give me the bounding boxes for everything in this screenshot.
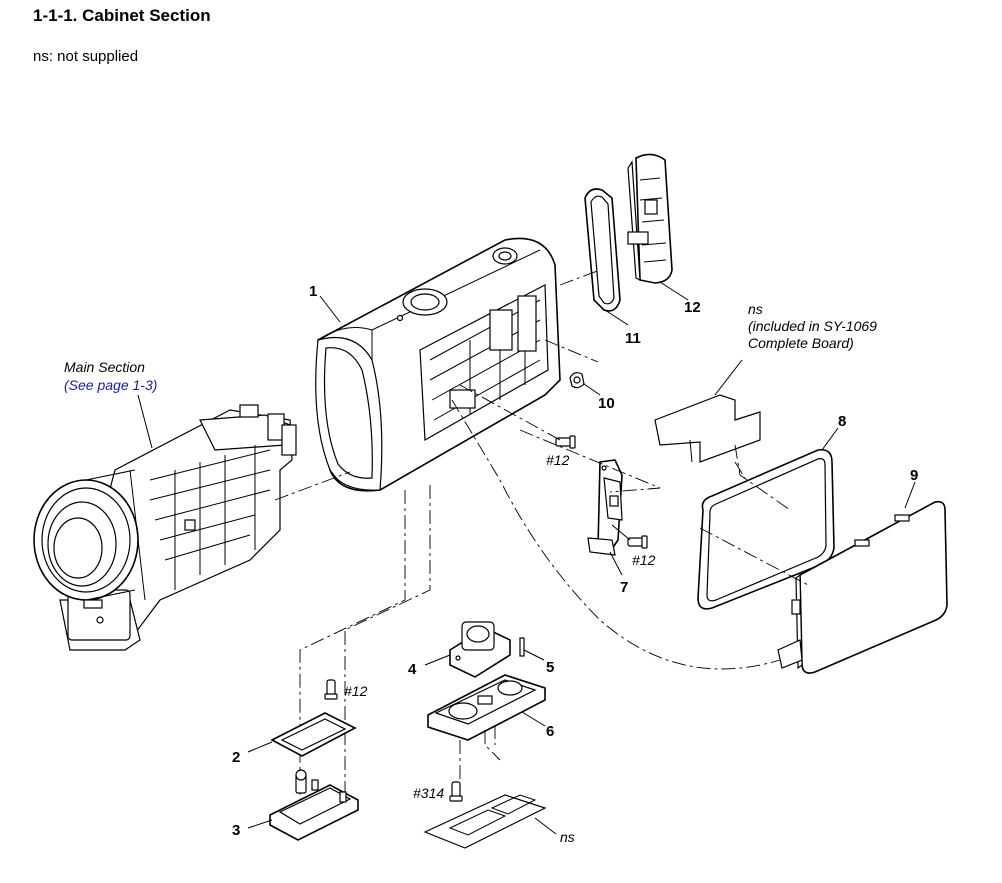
ns-bottom-leader [534, 817, 557, 835]
ns-top-leader [714, 359, 743, 396]
part-12-leader [659, 281, 689, 301]
main-section-label: Main Section [64, 359, 145, 375]
part-6-leader [521, 711, 546, 727]
screw-1 [555, 435, 576, 449]
main-section-page-link[interactable]: (See page 1-3) [64, 377, 157, 393]
part-8-gasket [697, 448, 835, 610]
bottom-left-assembly-line [299, 490, 406, 820]
part-11-leader [604, 309, 629, 326]
part-12-side-cover [627, 153, 673, 284]
part-10-clip [569, 372, 585, 389]
screw-label-1: #12 [546, 452, 570, 468]
screw-2 [627, 535, 648, 549]
callout-12: 12 [684, 299, 701, 316]
part-3-leader [247, 819, 273, 829]
screw-3 [324, 679, 338, 700]
screw-4 [449, 781, 463, 802]
part-7-bracket [587, 459, 623, 556]
part-2-gasket [270, 712, 357, 757]
ns-note-line-3: Complete Board) [748, 335, 854, 351]
callout-9: 9 [910, 467, 918, 484]
part-11-assembly-line [559, 269, 601, 286]
main-to-cabinet-line [274, 471, 351, 501]
main-section-assembly [33, 404, 297, 651]
ns-top-assembly-line [734, 461, 746, 479]
part-7-leader [609, 551, 623, 576]
legend-note: ns: not supplied [33, 48, 139, 65]
part-5-pin [519, 637, 525, 657]
callout-2: 2 [232, 749, 240, 766]
callout-5: 5 [546, 659, 554, 676]
callout-4: 4 [408, 661, 417, 678]
screw-label-3: #12 [344, 683, 368, 699]
part-2-leader [247, 741, 273, 753]
part-8-leader [821, 427, 839, 451]
ns-bottom-sheet [423, 794, 547, 849]
part-1-leader [319, 295, 341, 323]
screw-2-line [611, 524, 631, 541]
part-3-base [269, 769, 359, 841]
part-5-leader [523, 649, 545, 661]
page-title: 1-1-1. Cabinet Section [33, 6, 211, 25]
bottom-mid-assembly-lines [459, 725, 501, 790]
part-1-cabinet [315, 237, 561, 492]
ns-label-bottom: ns [560, 829, 575, 845]
callout-6: 6 [546, 723, 554, 740]
part-9-panel [777, 500, 948, 674]
part-10-assembly-line [544, 339, 599, 363]
part-10-leader [583, 383, 601, 396]
callout-8: 8 [838, 413, 846, 430]
part-9-leader [904, 481, 916, 509]
callout-1: 1 [309, 283, 317, 300]
part-6-plate [427, 674, 546, 741]
screw-1-assembly-line [459, 384, 561, 441]
ns-note-line-2: (included in SY-1069 [748, 318, 877, 334]
callout-7: 7 [620, 579, 628, 596]
main-section-leader [137, 394, 153, 449]
callout-3: 3 [232, 822, 240, 839]
callout-11: 11 [625, 330, 641, 347]
part-7-assembly-line [519, 429, 661, 493]
screw-label-4: #314 [413, 785, 444, 801]
ns-insulation-sheet [654, 394, 761, 463]
flex-cable-route [451, 399, 781, 670]
callout-10: 10 [598, 395, 615, 412]
part-4-leader [424, 654, 451, 666]
panel-assembly-lines [699, 444, 811, 587]
screw-label-2: #12 [632, 552, 656, 568]
part-11-gasket [584, 188, 621, 312]
part-4-mount [449, 621, 511, 678]
ns-label-top: ns [748, 301, 763, 317]
bottom-left-assembly-line-2 [344, 485, 431, 805]
